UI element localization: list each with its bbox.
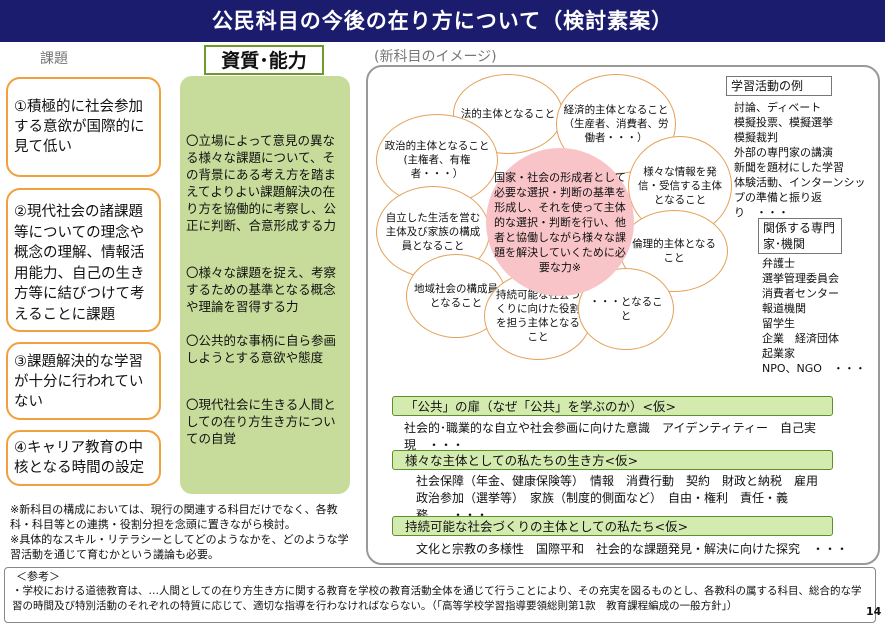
experts-title: 関係する専門家･機関 [758, 218, 842, 254]
issue-box-1: ①積極的に社会参加する意欲が国際的に見て低い [6, 77, 161, 177]
issue-box-2: ②現代社会の諸課題等についての理念や概念の理解、情報活用能力、自己の生き方等に結… [6, 188, 161, 332]
expert-item: 報道機関 [762, 302, 806, 315]
expert-item: 留学生 [762, 317, 795, 330]
bar-diverse-subjects-desc: 社会保障（年金、健康保険等） 情報 消費行動 契約 財政と納税 雇用 政治参加（… [416, 474, 831, 522]
issues-label: 課題 [40, 51, 68, 67]
expert-item: NPO、NGO ・・・ [762, 362, 866, 375]
skill-item-1: 〇立場によって意見の異なる様々な課題について、その背景にある考え方を踏まえてより… [186, 133, 337, 233]
skill-item-2: 〇様々な課題を捉え、考察するための基準となる概念や理論を習得する力 [186, 265, 337, 314]
activity-item: 新聞を題材にした学習 [734, 161, 844, 174]
activity-item: 体験活動、インターンシップの準備と振り返り ・・・ [734, 176, 866, 219]
activities-title: 学習活動の例 [726, 76, 832, 96]
page-title: 公民科目の今後の在り方について（検討素案） [0, 0, 885, 42]
activities-list: 討論、ディベート 模擬投票、模擬選挙 模擬裁判 外部の専門家の講演 新聞を題材に… [734, 100, 874, 220]
experts-list: 弁護士 選挙管理委員会 消費者センター 報道機関 留学生 企業 経済団体 起業家… [762, 256, 874, 376]
issue-box-3: ③課題解決的な学習が十分に行われていない [6, 342, 161, 420]
activity-item: 外部の専門家の講演 [734, 146, 833, 159]
expert-item: 企業 経済団体 [762, 332, 839, 345]
center-circle-ability: 国家・社会の形成者として必要な選択・判断の基準を形成し、それを使って主体的な選択… [486, 148, 634, 296]
skills-column [180, 76, 350, 494]
note-item: ※新科目の構成においては、現行の関連する科目だけでなく、各教科・科目等との連携・… [10, 503, 338, 531]
skill-item-4: 〇現代社会に生きる人間としての在り方生き方についての自覚 [186, 397, 336, 446]
bar-sustainable: 持続可能な社会づくりの主体としての私たち<仮> [392, 516, 833, 536]
activity-item: 討論、ディベート [734, 101, 822, 114]
notes: ※新科目の構成においては、現行の関連する科目だけでなく、各教科・科目等との連携・… [10, 502, 358, 562]
reference-box [4, 567, 876, 623]
reference-title: ＜参考＞ [16, 570, 60, 583]
new-subject-image-panel [366, 65, 880, 565]
issue-box-4: ④キャリア教育の中核となる時間の設定 [6, 430, 161, 486]
bar-public-door-desc: 社会的･職業的な自立や社会参画に向けた意識 アイデンティティー 自己実現 ・・・ [404, 421, 816, 452]
activity-item: 模擬裁判 [734, 131, 778, 144]
note-item: ※具体的なスキル・リテラシーとしてどのようなかを、どのような学習活動を通じて育む… [10, 533, 349, 561]
bar-public-door: 「公共」の扉（なぜ「公共」を学ぶのか）<仮> [392, 396, 833, 416]
expert-item: 起業家 [762, 347, 795, 360]
bar-diverse-subjects: 様々な主体としての私たちの生き方<仮> [392, 450, 833, 470]
activity-item: 模擬投票、模擬選挙 [734, 116, 833, 129]
skill-item-3: 〇公共的な事柄に自ら参画しようとする意欲や態度 [186, 333, 337, 365]
expert-item: 選挙管理委員会 [762, 272, 839, 285]
bar-sustainable-desc: 文化と宗教の多様性 国際平和 社会的な課題発見・解決に向けた探究 ・・・ [416, 542, 849, 556]
page-number: 14 [866, 605, 882, 618]
image-label: (新科目のイメージ) [374, 49, 497, 65]
expert-item: 弁護士 [762, 257, 795, 270]
expert-item: 消費者センター [762, 287, 839, 300]
reference-text: ・学校における道徳教育は、…人間としての在り方生き方に関する教育を学校の教育活動… [12, 585, 862, 612]
skills-title: 資質･能力 [204, 45, 324, 75]
